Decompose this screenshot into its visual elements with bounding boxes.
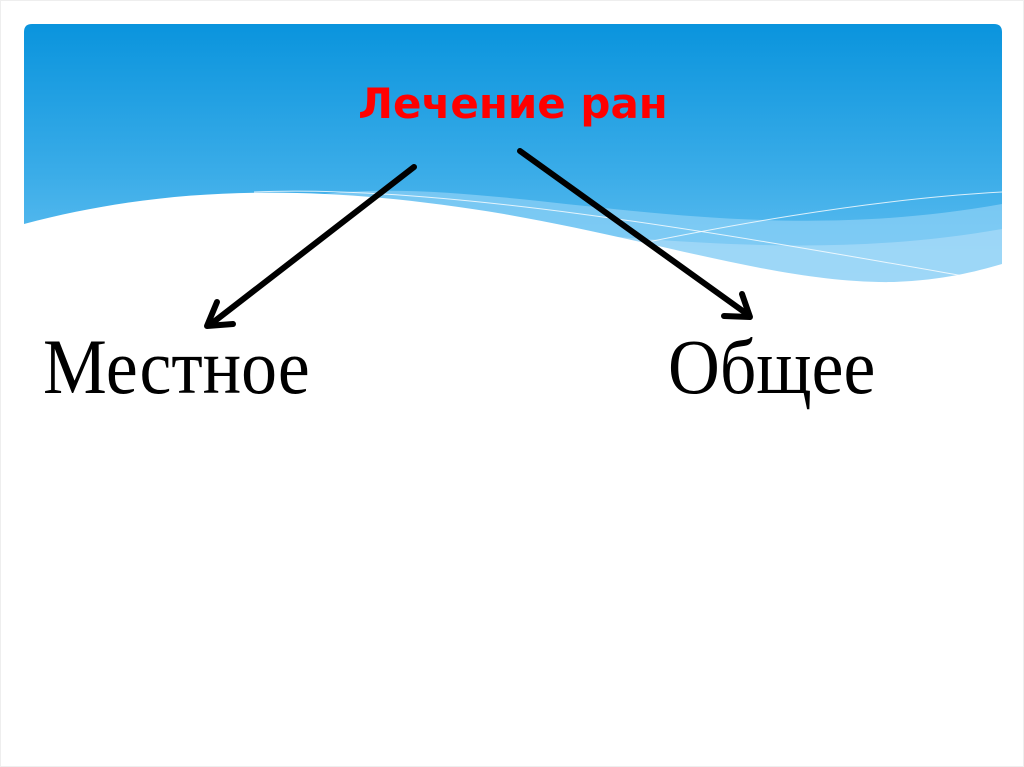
branch-general-treatment: Общее [668, 323, 876, 410]
arrow-right-icon [517, 148, 753, 320]
branch-local-treatment: Местное [43, 323, 310, 410]
slide-title: Лечение ран [358, 79, 668, 128]
header-gradient-band [24, 24, 1002, 294]
arrow-left-icon [204, 164, 417, 329]
